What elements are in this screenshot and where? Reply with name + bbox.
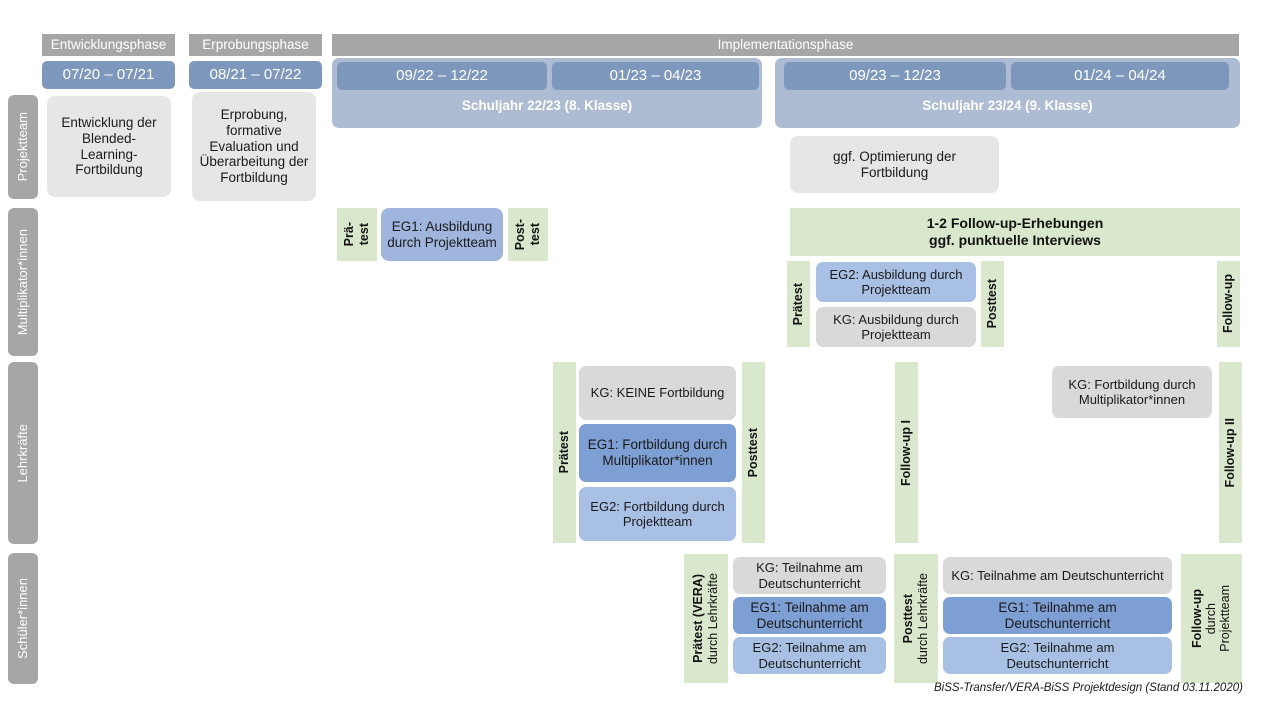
multiplikatoren-eg2-box: EG2: Ausbildung durch Projektteam [816,262,976,302]
box-label: KG: KEINE Fortbildung [590,385,725,401]
praetest-label: Prätest [790,282,805,326]
schueler-posttest-bar: Posttest durch Lehrkräfte [894,554,938,683]
period-chip-0720-0721: 07/20 – 07/21 [42,61,175,89]
box-label: EG1: Ausbildung durch Projektteam [387,218,497,250]
schueler-eg1-right-box: EG1: Teilnahme am Deutschunterricht [943,597,1172,634]
multiplikatoren-eg1-box: EG1: Ausbildung durch Projektteam [381,208,503,261]
praetest-label: Prätest [556,431,571,474]
posttest-reg-label: durch Lehrkräfte [915,572,930,665]
projektteam-entwicklung-box: Entwicklung der Blended-Learning-Fortbil… [47,96,171,197]
lehrkraefte-eg1-box: EG1: Fortbildung durch Multiplikator*inn… [579,424,736,482]
footer-credit: BiSS-Transfer/VERA-BiSS Projektdesign (S… [934,682,1243,694]
box-label: KG: Ausbildung durch Projektteam [833,311,959,342]
box-label: Entwicklung der Blended-Learning-Fortbil… [61,114,157,178]
lehrkraefte-kg-keine-box: KG: KEINE Fortbildung [579,366,736,420]
row-label-schuelerinnen: Schüler*innen [8,553,38,684]
projektteam-erprobung-box: Erprobung, formative Evaluation und Über… [192,92,316,201]
period-label: 09/23 – 12/23 [849,67,941,85]
multiplikatoren-posttest-2022: Post- test [508,208,548,261]
period-label: 08/21 – 07/22 [209,66,302,84]
followup-label: Follow-up [1220,274,1235,334]
schueler-praetest-vera-bar: Prätest (VERA) durch Lehrkräfte [684,554,728,683]
lehrkraefte-kg-fortbildung-box: KG: Fortbildung durch Multiplikator*inne… [1052,366,1212,418]
schueler-eg2-right-box: EG2: Teilnahme am Deutschunterricht [943,637,1172,674]
praetest-line1: Prä- [342,222,357,247]
period-chip-0124-0424: 01/24 – 04/24 [1011,62,1229,90]
multiplikatoren-praetest-2023: Prätest [787,261,810,347]
row-label-text: Projektteam [15,112,31,182]
praetest-line2: test [356,223,371,246]
followup-label: Follow-up II [1222,417,1237,488]
box-label: KG: Teilnahme am Deutschunterricht [951,567,1164,583]
row-label-text: Multiplikator*innen [15,228,31,336]
row-label-lehrkraefte: Lehrkräfte [8,362,38,544]
posttest-label: Posttest [984,279,999,329]
followup-bold-label: Follow-up [1189,588,1204,648]
period-chip-0123-0423: 01/23 – 04/23 [552,62,759,90]
row-label-text: Lehrkräfte [15,423,31,483]
lehrkraefte-followup-2-bar: Follow-up II [1219,362,1242,543]
box-label: EG2: Fortbildung durch Projektteam [590,498,725,529]
multiplikatoren-followup-bar: Follow-up [1217,261,1240,347]
phase-header-label: Entwicklungsphase [50,37,167,53]
banner-line2: ggf. punktuelle Interviews [929,232,1101,248]
box-label: ggf. Optimierung der Fortbildung [832,148,957,180]
box-label: EG1: Teilnahme am Deutschunterricht [750,599,869,631]
multiplikatoren-followup-banner: 1-2 Follow-up-Erhebungen ggf. punktuelle… [790,208,1240,256]
period-label: 07/20 – 07/21 [62,66,155,84]
period-chip-0923-1223: 09/23 – 12/23 [784,62,1006,90]
projektteam-optimierung-box: ggf. Optimierung der Fortbildung [790,136,999,193]
schueler-eg1-left-box: EG1: Teilnahme am Deutschunterricht [733,597,886,634]
praetest-reg-label: durch Lehrkräfte [705,572,720,665]
box-label: EG2: Teilnahme am Deutschunterricht [1000,640,1115,671]
box-label: EG1: Teilnahme am Deutschunterricht [998,599,1117,631]
lehrkraefte-eg2-box: EG2: Fortbildung durch Projektteam [579,487,736,541]
multiplikatoren-praetest-2022: Prä- test [337,208,377,261]
lehrkraefte-posttest-bar: Posttest [742,362,765,543]
school-year-label: Schuljahr 23/24 (9. Klasse) [922,98,1093,114]
period-chip-0922-1222: 09/22 – 12/22 [337,62,547,90]
schueler-kg-left-box: KG: Teilnahme am Deutschunterricht [733,557,886,594]
box-label: EG2: Ausbildung durch Projektteam [829,266,963,297]
schueler-followup-bar: Follow-up durch Projektteam [1181,554,1242,683]
period-chip-0821-0722: 08/21 – 07/22 [189,61,322,89]
posttest-label: Posttest [745,427,760,478]
banner-line1: 1-2 Follow-up-Erhebungen [926,215,1104,232]
row-label-multiplikatorinnen: Multiplikator*innen [8,208,38,356]
posttest-bold-label: Posttest [901,593,916,644]
followup-reg-label-2: Projektteam [1218,585,1233,652]
multiplikatoren-kg-box: KG: Ausbildung durch Projektteam [816,307,976,347]
box-label: KG: Teilnahme am Deutschunterricht [756,560,863,591]
lehrkraefte-praetest-bar: Prätest [553,362,576,543]
row-label-text: Schüler*innen [15,578,31,659]
period-label: 01/23 – 04/23 [609,67,702,85]
box-label: Erprobung, formative Evaluation und Über… [199,106,309,186]
school-year-label: Schuljahr 22/23 (8. Klasse) [461,98,633,114]
phase-header-entwicklungsphase: Entwicklungsphase [42,34,175,56]
row-label-projektteam: Projektteam [8,95,38,199]
period-label: 09/22 – 12/22 [396,67,488,85]
multiplikatoren-posttest-2023: Posttest [981,261,1004,347]
followup-reg-label-1: durch [1203,602,1218,635]
followup-label: Follow-up I [898,419,913,486]
phase-header-erprobungsphase: Erprobungsphase [189,34,322,56]
phase-header-label: Implementationsphase [717,37,854,53]
lehrkraefte-followup-1-bar: Follow-up I [895,362,918,543]
posttest-line2: test [527,223,542,246]
box-label: EG1: Fortbildung durch Multiplikator*inn… [587,437,728,468]
schueler-eg2-left-box: EG2: Teilnahme am Deutschunterricht [733,637,886,674]
box-label: EG2: Teilnahme am Deutschunterricht [752,640,867,671]
schueler-kg-right-box: KG: Teilnahme am Deutschunterricht [943,557,1172,594]
praetest-bold-label: Prätest (VERA) [691,574,706,663]
posttest-line1: Post- [513,218,528,251]
period-label: 01/24 – 04/24 [1074,67,1166,85]
box-label: KG: Fortbildung durch Multiplikator*inne… [1068,376,1196,407]
phase-header-label: Erprobungsphase [202,37,309,53]
phase-header-implementationsphase: Implementationsphase [332,34,1239,56]
